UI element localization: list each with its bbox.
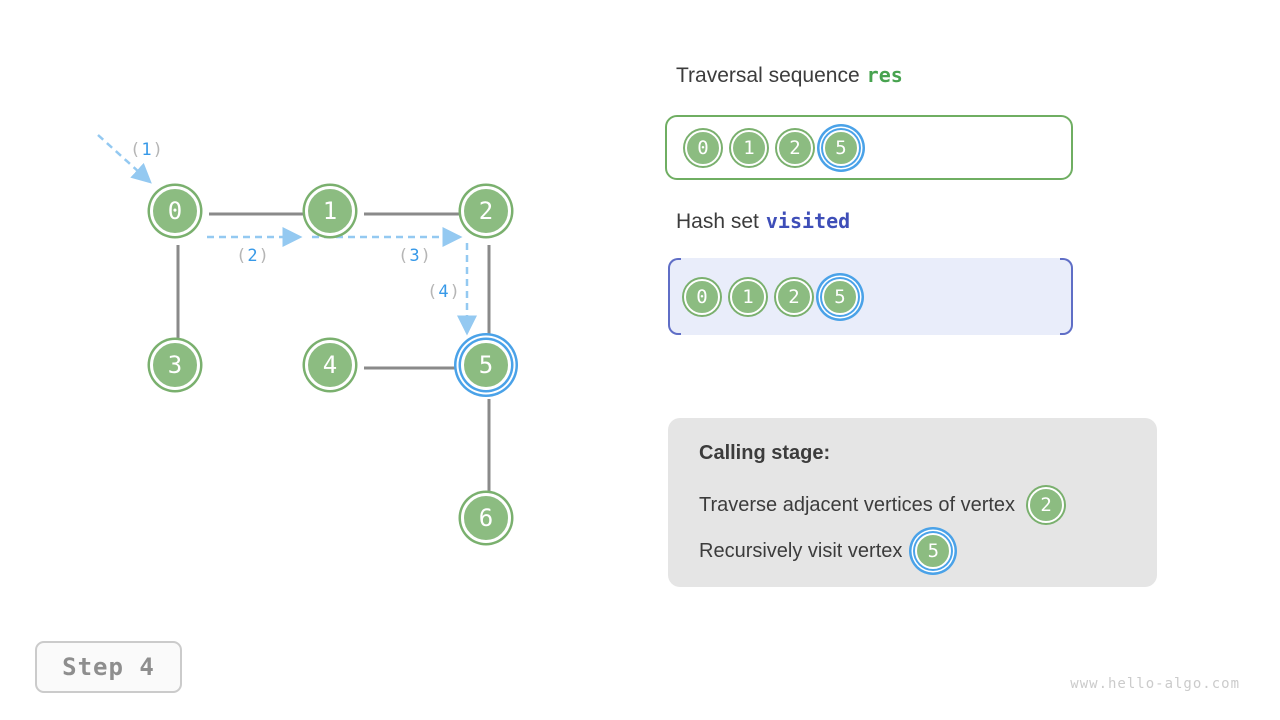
hash-set-left-bracket bbox=[668, 258, 681, 335]
arrow-label-1-open: ( bbox=[130, 140, 142, 160]
calling-line-2-vertex-label: 5 bbox=[927, 540, 940, 562]
traversal-sequence-box: 0 1 2 5 bbox=[665, 115, 1073, 180]
arrow-label-4: (4) bbox=[427, 282, 461, 302]
calling-stage-heading: Calling stage: bbox=[699, 442, 831, 464]
arrow-label-4-open: ( bbox=[427, 282, 439, 302]
traversal-arrow-group bbox=[97, 134, 477, 336]
graph-node-5-highlighted: 5 bbox=[461, 340, 511, 390]
graph-node-2: 2 bbox=[461, 186, 511, 236]
visited-item-2-label: 2 bbox=[788, 285, 800, 308]
arrow-label-2: (2) bbox=[236, 246, 270, 266]
visited-item-0-label: 0 bbox=[696, 285, 708, 308]
arrow-label-2-open: ( bbox=[236, 246, 248, 266]
arrow-label-3-open: ( bbox=[398, 246, 410, 266]
step-badge-label: Step 4 bbox=[62, 653, 155, 681]
calling-stage-box: Calling stage: Traverse adjacent vertice… bbox=[668, 418, 1157, 587]
calling-stage-line-2: Recursively visit vertex 5 bbox=[699, 528, 952, 574]
arrow-label-1-num: 1 bbox=[141, 140, 153, 160]
graph-node-0: 0 bbox=[150, 186, 200, 236]
calling-stage-line-1: Traverse adjacent vertices of vertex 2 bbox=[699, 482, 1065, 528]
visited-item-2: 2 bbox=[776, 278, 812, 315]
arrow-label-3-close: ) bbox=[420, 246, 432, 266]
res-code-label: res bbox=[866, 63, 903, 87]
graph-node-4-label: 4 bbox=[322, 351, 338, 379]
arrow-label-2-num: 2 bbox=[247, 246, 259, 266]
graph-node-1: 1 bbox=[305, 186, 355, 236]
hash-set-box: 0 1 2 5 bbox=[668, 258, 1073, 335]
hash-set-title: Hash set visited bbox=[676, 209, 850, 234]
graph-node-0-label: 0 bbox=[167, 197, 183, 225]
arrow-label-2-close: ) bbox=[258, 246, 270, 266]
graph-edges-svg bbox=[97, 134, 491, 491]
visited-item-1-label: 1 bbox=[742, 285, 754, 308]
calling-line-2-vertex-5-highlighted: 5 bbox=[915, 533, 952, 569]
hash-set-title-text: Hash set bbox=[676, 210, 759, 233]
traversal-sequence-title: Traversal sequence res bbox=[676, 63, 903, 88]
calling-line-1-vertex-label: 2 bbox=[1040, 494, 1052, 516]
res-item-2: 2 bbox=[777, 129, 813, 166]
graph-node-6-label: 6 bbox=[478, 504, 494, 532]
graph-node-5-label: 5 bbox=[478, 351, 494, 379]
res-item-5-highlighted: 5 bbox=[823, 129, 859, 166]
res-item-0: 0 bbox=[685, 129, 721, 166]
arrow-label-4-close: ) bbox=[449, 282, 461, 302]
arrow-label-1: (1) bbox=[130, 140, 164, 160]
calling-line-1-vertex-2: 2 bbox=[1028, 487, 1065, 523]
res-item-5-label: 5 bbox=[835, 136, 847, 159]
res-item-1: 1 bbox=[731, 129, 767, 166]
arrow-label-3-num: 3 bbox=[409, 246, 421, 266]
visited-item-0: 0 bbox=[684, 278, 720, 315]
res-item-0-label: 0 bbox=[697, 136, 709, 159]
hash-set-right-bracket bbox=[1060, 258, 1073, 335]
visited-code-label: visited bbox=[765, 209, 851, 233]
calling-line-1-text: Traverse adjacent vertices of vertex bbox=[699, 493, 1016, 516]
graph-node-4: 4 bbox=[305, 340, 355, 390]
res-item-2-label: 2 bbox=[789, 136, 801, 159]
step-badge: Step 4 bbox=[35, 641, 182, 693]
graph-node-6: 6 bbox=[461, 493, 511, 543]
watermark: www.hello-algo.com bbox=[1070, 676, 1240, 692]
visited-item-1: 1 bbox=[730, 278, 766, 315]
graph-node-2-label: 2 bbox=[478, 197, 494, 225]
visited-item-5-label: 5 bbox=[834, 285, 846, 308]
graph-node-3-label: 3 bbox=[167, 351, 183, 379]
arrow-label-4-num: 4 bbox=[438, 282, 450, 302]
arrow-label-1-close: ) bbox=[152, 140, 164, 160]
graph-node-3: 3 bbox=[150, 340, 200, 390]
res-item-1-label: 1 bbox=[743, 136, 755, 159]
graph-node-1-label: 1 bbox=[322, 197, 338, 225]
edge-group bbox=[176, 212, 491, 491]
traversal-title-text: Traversal sequence bbox=[676, 64, 860, 87]
visited-item-5-highlighted: 5 bbox=[822, 278, 858, 315]
arrow-label-3: (3) bbox=[398, 246, 432, 266]
calling-line-2-text: Recursively visit vertex bbox=[699, 539, 903, 562]
